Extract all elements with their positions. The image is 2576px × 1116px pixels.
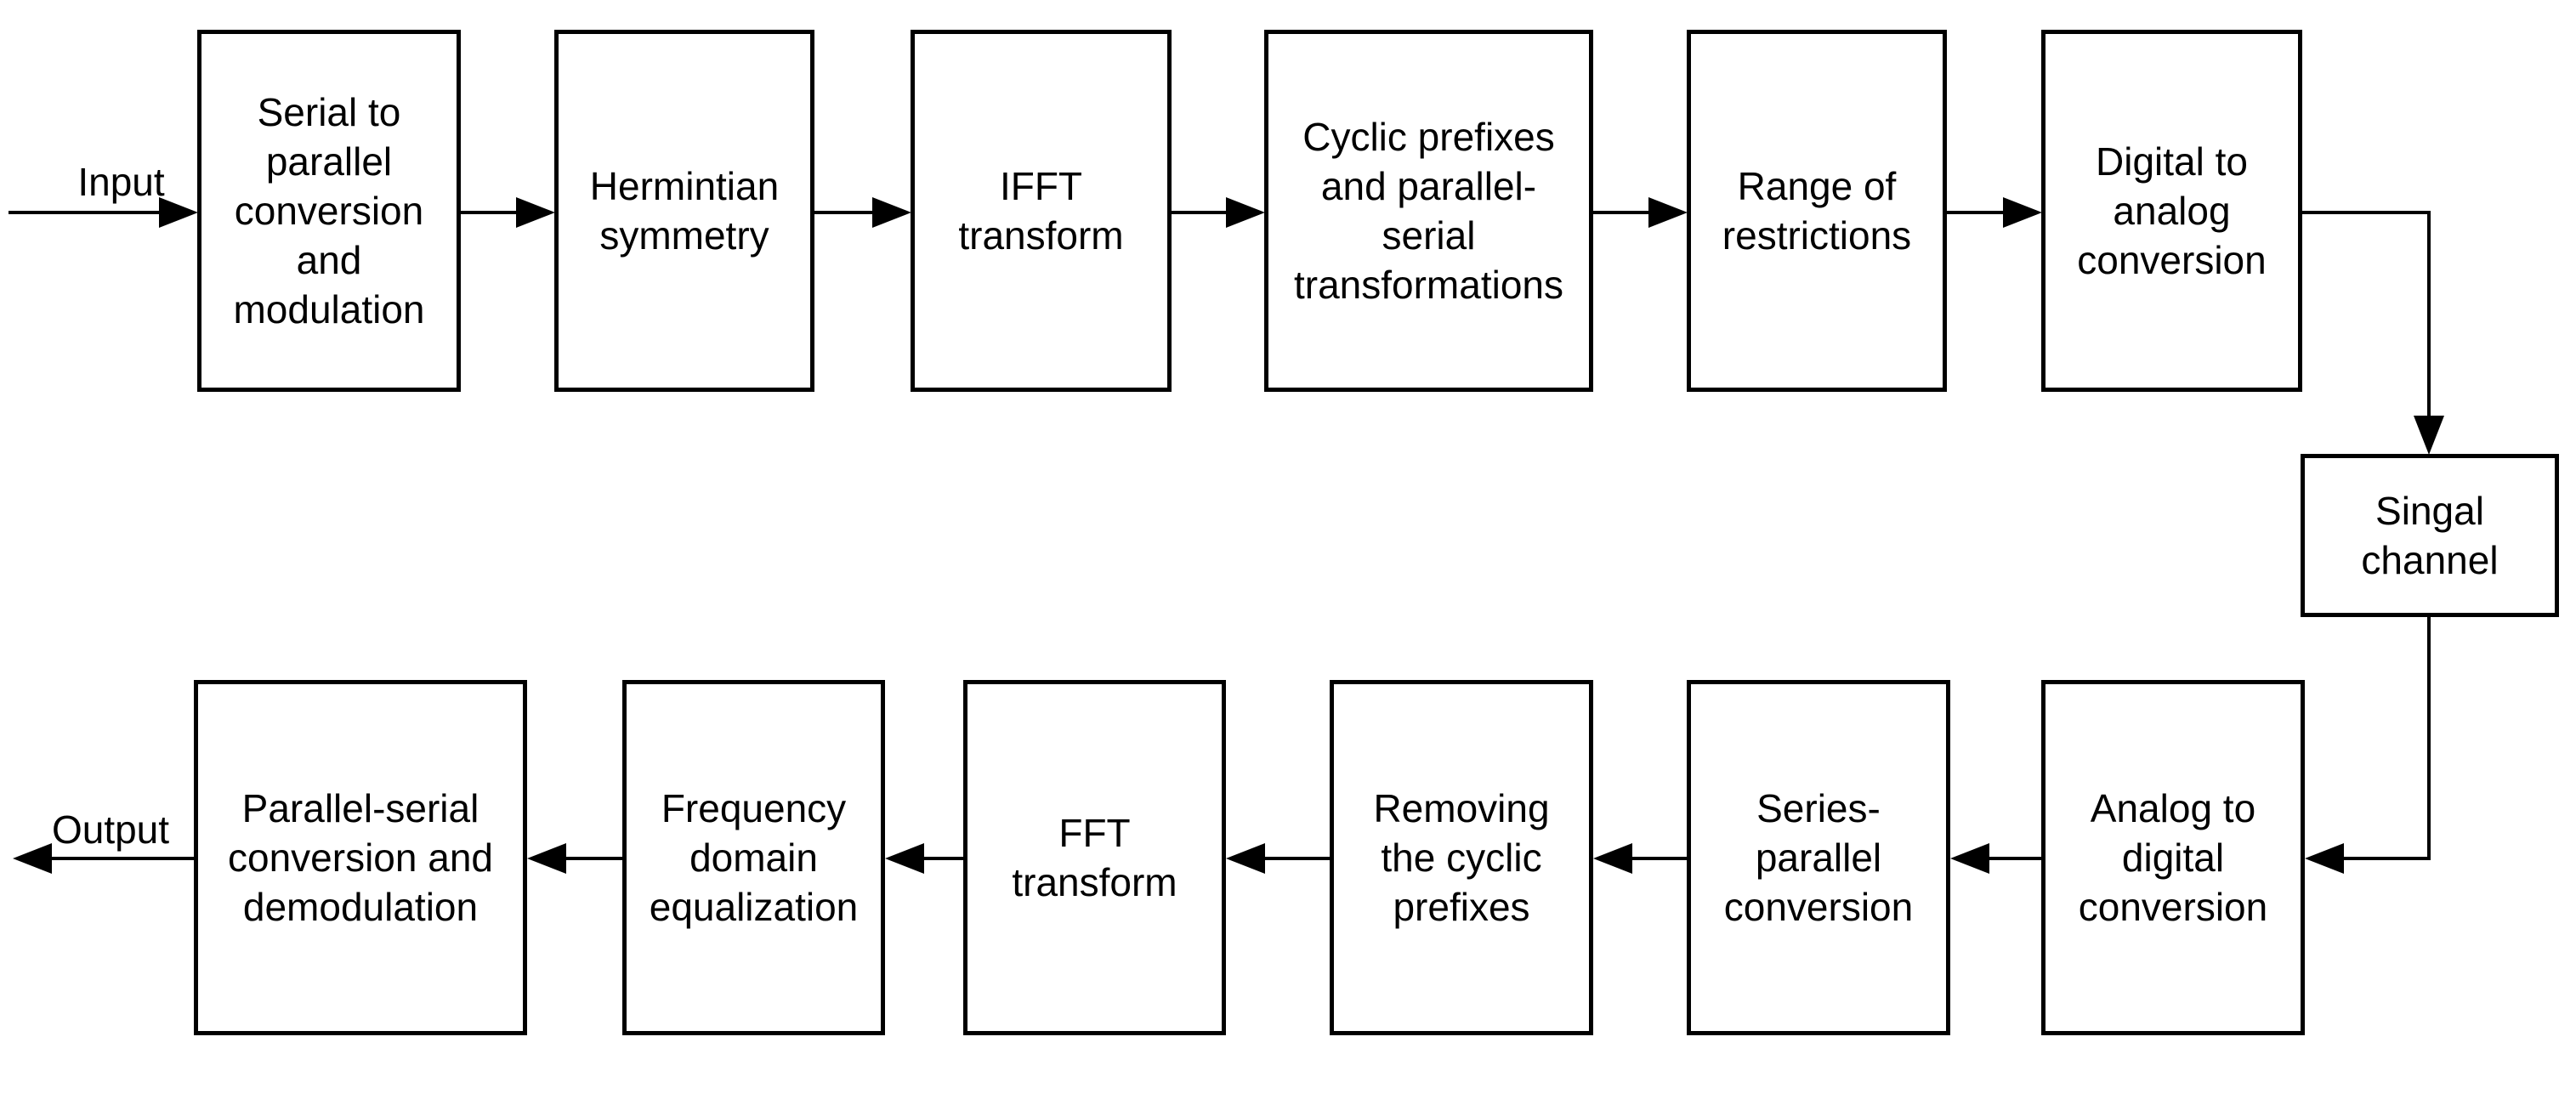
arrow-top-3-head-icon	[1226, 197, 1265, 228]
block-hermintian-symmetry: Hermintian symmetry	[554, 30, 814, 392]
arrow-bottom-2-head-icon	[1593, 843, 1632, 874]
block-ifft-transform: IFFT transform	[911, 30, 1172, 392]
block-analog-to-digital: Analog to digital conversion	[2041, 680, 2305, 1035]
connector-to-channel-hline	[2301, 211, 2431, 214]
arrow-bottom-3-head-icon	[1226, 843, 1265, 874]
arrow-top-4-line	[1593, 211, 1651, 214]
arrow-bottom-5-head-icon	[527, 843, 566, 874]
arrow-bottom-5-line	[561, 857, 622, 860]
arrow-bottom-3-line	[1260, 857, 1330, 860]
output-label: Output	[51, 807, 170, 852]
block-removing-cyclic-prefixes: Removing the cyclic prefixes	[1330, 680, 1593, 1035]
block-frequency-domain-equalization: Frequency domain equalization	[622, 680, 885, 1035]
output-arrowhead-icon	[13, 843, 52, 874]
block-serial-parallel-modulation: Serial to parallel conversion and modula…	[197, 30, 461, 392]
arrow-top-1-line	[461, 211, 519, 214]
block-digital-to-analog: Digital to analog conversion	[2041, 30, 2302, 392]
connector-from-channel-head-icon	[2305, 843, 2344, 874]
output-arrow-line	[49, 857, 194, 860]
connector-to-channel-vline	[2427, 211, 2431, 420]
block-range-of-restrictions: Range of restrictions	[1687, 30, 1947, 392]
arrow-top-1-head-icon	[516, 197, 555, 228]
arrow-bottom-1-line	[1984, 857, 2041, 860]
arrow-top-5-head-icon	[2003, 197, 2042, 228]
arrow-top-2-line	[814, 211, 875, 214]
arrow-bottom-4-head-icon	[885, 843, 924, 874]
connector-from-channel-hline	[2336, 857, 2431, 860]
block-cyclic-prefixes: Cyclic prefixes and parallel- serial tra…	[1264, 30, 1593, 392]
input-arrow-line	[9, 211, 163, 214]
block-signal-channel: Singal channel	[2301, 454, 2559, 617]
block-series-parallel: Series- parallel conversion	[1687, 680, 1950, 1035]
connector-from-channel-vline	[2427, 617, 2431, 860]
arrow-bottom-2-line	[1627, 857, 1687, 860]
block-fft-transform: FFT transform	[963, 680, 1226, 1035]
block-parallel-serial-demodulation: Parallel-serial conversion and demodulat…	[194, 680, 527, 1035]
arrow-bottom-1-head-icon	[1950, 843, 1989, 874]
connector-to-channel-head-icon	[2414, 416, 2444, 455]
arrow-top-4-head-icon	[1648, 197, 1688, 228]
input-arrowhead-icon	[159, 197, 198, 228]
arrow-top-2-head-icon	[872, 197, 911, 228]
input-label: Input	[77, 160, 165, 204]
arrow-top-5-line	[1947, 211, 2006, 214]
arrow-top-3-line	[1172, 211, 1228, 214]
arrow-bottom-4-line	[919, 857, 963, 860]
